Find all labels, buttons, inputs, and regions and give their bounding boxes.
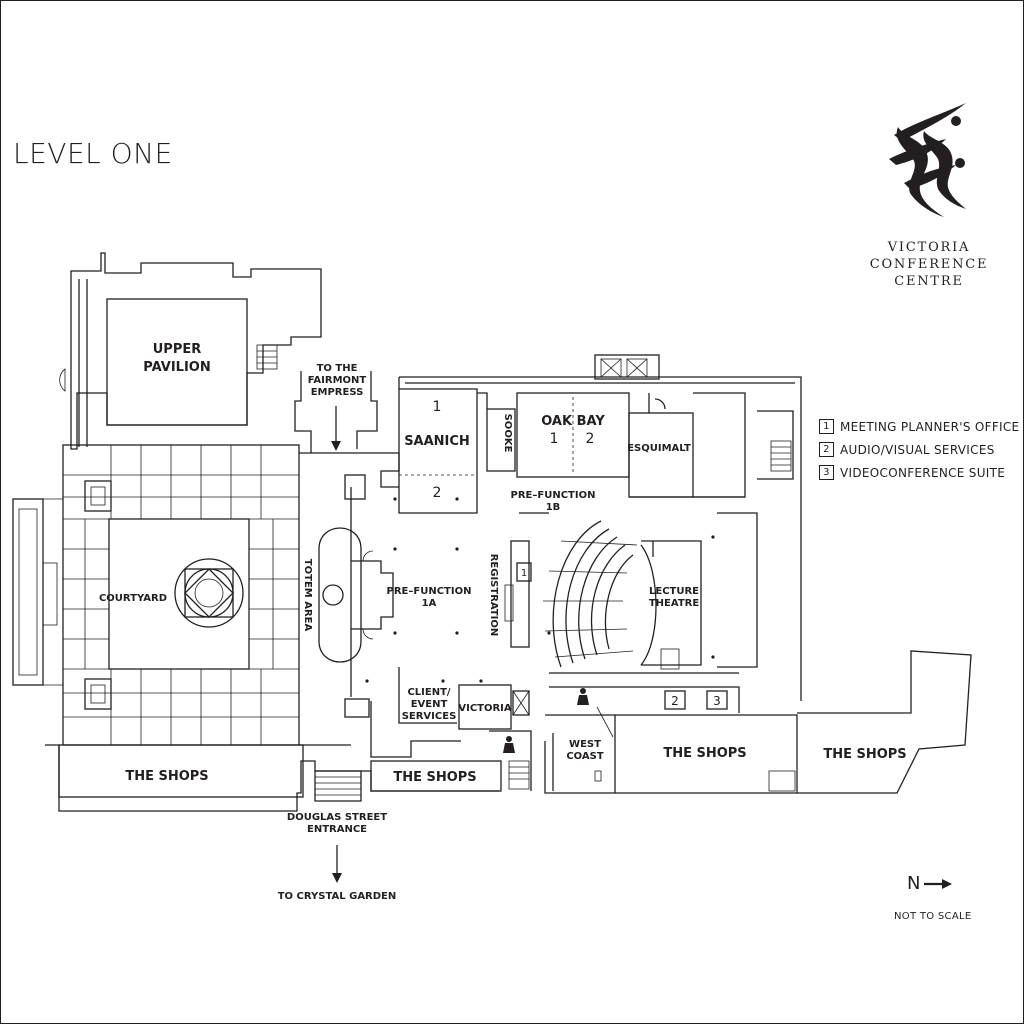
- map-label: SAANICH: [404, 434, 470, 449]
- legend-number: 1: [819, 419, 834, 434]
- map-labels: UPPER PAVILION TO THE FAIRMONT EMPRESS 1…: [99, 342, 907, 902]
- registration-and-theatre: [504, 520, 740, 713]
- map-legend: 1 MEETING PLANNER'S OFFICE 2 AUDIO/VISUA…: [819, 415, 1019, 484]
- totem-prefunction-area: [299, 452, 715, 746]
- fairmont-passage: [294, 371, 378, 453]
- videoconference-box: [706, 690, 728, 710]
- shops-row: [45, 650, 972, 812]
- upper-pavilion-room: [106, 298, 248, 426]
- map-label: THE SHOPS: [663, 746, 746, 761]
- dancing-figures-logo-icon: [889, 103, 966, 217]
- map-label: ENTRANCE: [307, 824, 367, 835]
- map-label: THE SHOPS: [393, 770, 476, 785]
- brand-name: VICTORIA CONFERENCE CENTRE: [859, 239, 999, 290]
- brand-block: VICTORIA CONFERENCE CENTRE: [859, 101, 999, 290]
- map-label: OAK BAY: [541, 414, 605, 429]
- washroom-icon: [503, 736, 515, 753]
- map-label: 1: [433, 399, 442, 415]
- courtyard-room: [108, 518, 250, 670]
- map-label: UPPER: [153, 342, 202, 357]
- legend-number: 3: [819, 465, 834, 480]
- legend-label: MEETING PLANNER'S OFFICE: [840, 419, 1020, 434]
- victoria-room: [458, 684, 512, 730]
- registration-desk: [510, 540, 530, 648]
- map-label: COURTYARD: [99, 593, 167, 604]
- map-label: PRE–FUNCTION: [511, 490, 596, 501]
- shops-central: [370, 760, 502, 792]
- scale-note: NOT TO SCALE: [894, 911, 972, 922]
- brand-line: CENTRE: [894, 274, 964, 289]
- map-label: TO CRYSTAL GARDEN: [278, 891, 397, 902]
- audio-visual-box: [664, 690, 686, 710]
- map-label: 1: [550, 431, 559, 447]
- map-label: COAST: [566, 751, 604, 762]
- map-label: TO THE: [317, 363, 358, 374]
- map-number-label: 3: [713, 694, 721, 708]
- map-label: ESQUIMALT: [627, 443, 691, 454]
- map-label: WEST: [569, 739, 601, 750]
- north-indicator: N: [907, 873, 954, 894]
- upper-pavilion-area: [59, 252, 322, 450]
- map-label: SERVICES: [402, 711, 457, 722]
- courtyard-fountain: [174, 558, 244, 628]
- legend-item: 3 VIDEOCONFERENCE SUITE: [819, 461, 1019, 484]
- arrow-right-icon: [924, 878, 953, 889]
- client-services-area: [370, 667, 532, 791]
- meeting-rooms-north: [398, 354, 802, 701]
- map-label: PRE–FUNCTION: [387, 586, 472, 597]
- legend-label: VIDEOCONFERENCE SUITE: [840, 465, 1006, 480]
- esquimalt-room: [628, 412, 694, 498]
- map-label: VICTORIA: [458, 703, 512, 714]
- map-label: LECTURE: [649, 586, 699, 597]
- washroom-icon: [577, 688, 589, 705]
- map-label: THE SHOPS: [125, 769, 208, 784]
- legend-item: 2 AUDIO/VISUAL SERVICES: [819, 438, 1019, 461]
- map-label: CLIENT/: [407, 687, 450, 698]
- map-label: PAVILION: [143, 360, 210, 375]
- brand-line: VICTORIA: [887, 240, 971, 255]
- sooke-room: [486, 408, 516, 472]
- map-label: 1A: [422, 598, 437, 609]
- page-title: LEVEL ONE: [13, 137, 173, 170]
- shops-west: [58, 744, 304, 798]
- map-label: REGISTRATION: [488, 554, 499, 637]
- map-label: 2: [433, 485, 442, 501]
- map-label: TOTEM AREA: [302, 559, 313, 632]
- map-label: 1B: [546, 502, 561, 513]
- legend-number: 2: [819, 442, 834, 457]
- map-label: THEATRE: [649, 598, 700, 609]
- map-number-label: 2: [671, 694, 679, 708]
- douglas-entrance-arrow: [332, 845, 342, 883]
- map-label: THE SHOPS: [823, 747, 906, 762]
- map-number-label: 1: [521, 568, 527, 579]
- map-label: 2: [586, 431, 595, 447]
- map-label: EVENT: [411, 699, 448, 710]
- totem-pavilion: [318, 527, 362, 663]
- courtyard-block: [12, 444, 300, 746]
- map-label: EMPRESS: [311, 387, 364, 398]
- map-label: FAIRMONT: [308, 375, 367, 386]
- legend-item: 1 MEETING PLANNER'S OFFICE: [819, 415, 1019, 438]
- map-label: SOOKE: [502, 414, 513, 453]
- legend-label: AUDIO/VISUAL SERVICES: [840, 442, 995, 457]
- map-label: DOUGLAS STREET: [287, 812, 387, 823]
- brand-line: CONFERENCE: [869, 257, 989, 272]
- north-label: N: [907, 873, 921, 894]
